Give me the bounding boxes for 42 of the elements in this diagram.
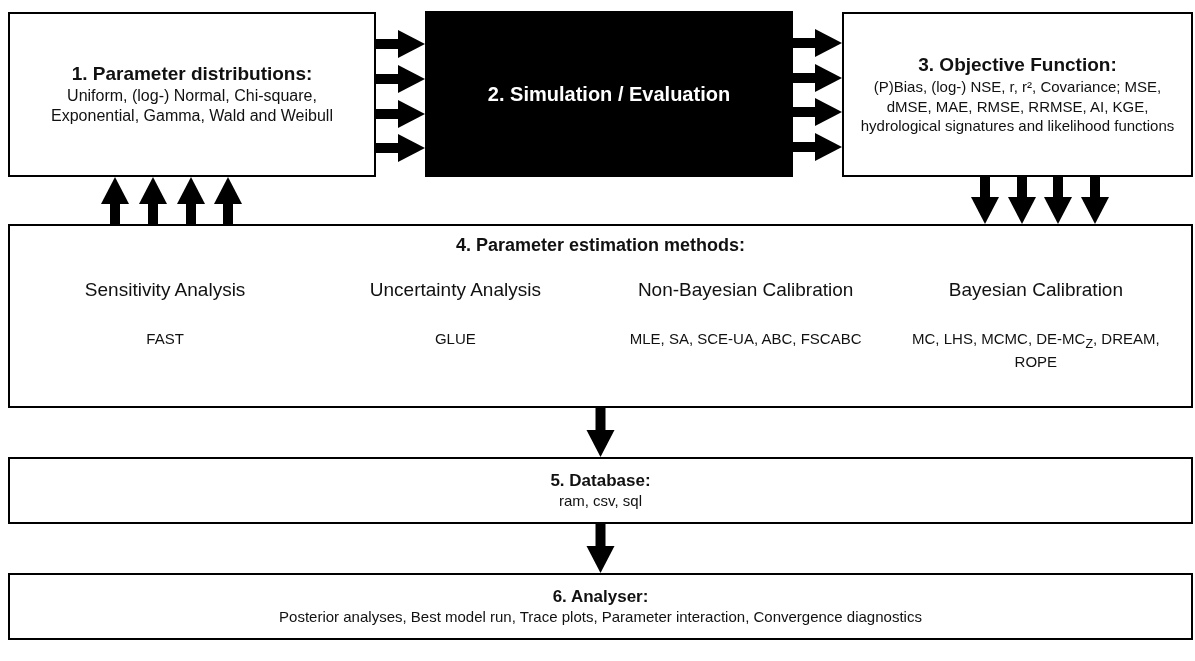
box-heading: 4. Parameter estimation methods: — [455, 234, 746, 257]
box-heading: 3. Objective Function: — [918, 53, 1117, 78]
arrow — [139, 177, 167, 224]
arrow — [101, 177, 129, 224]
arrow — [376, 134, 425, 162]
method-heading: Non-Bayesian Calibration — [637, 278, 854, 301]
arrow — [793, 133, 842, 161]
arrow — [586, 524, 615, 573]
box-heading: 5. Database: — [550, 470, 651, 492]
method-list: GLUE — [434, 328, 476, 349]
box-description: Uniform, (log-) Normal, Chi-square, Exponential, Gamma, Wald and Weibull — [50, 85, 334, 127]
arrow — [1081, 177, 1109, 224]
arrow — [376, 65, 425, 93]
method-list: FAST — [146, 328, 184, 349]
box-description: Posterior analyses, Best model run, Trace plots, Parameter interaction, Convergence diagnostics — [279, 607, 922, 627]
arrow — [1008, 177, 1036, 224]
process-box — [8, 573, 1193, 640]
method-list: MC, LHS, MCMC, DE-MC$_{Z}$, DREAM, ROPE — [890, 328, 1181, 373]
arrow — [177, 177, 205, 224]
box-heading: 2. Simulation / Evaluation — [487, 81, 731, 107]
arrow — [793, 29, 842, 57]
arrow — [376, 100, 425, 128]
process-block — [425, 11, 793, 177]
arrow — [793, 98, 842, 126]
process-box — [8, 12, 376, 177]
arrow — [793, 64, 842, 92]
arrow — [214, 177, 242, 224]
method-list: MLE, SA, SCE-UA, ABC, FSCABC — [629, 328, 862, 349]
method-heading: Uncertainty Analysis — [369, 278, 541, 301]
arrow — [586, 408, 615, 457]
method-heading: Sensitivity Analysis — [84, 278, 246, 301]
process-box — [8, 457, 1193, 524]
arrow — [376, 30, 425, 58]
arrow — [971, 177, 999, 224]
box-heading: 1. Parameter distributions: — [71, 61, 313, 86]
box-description: ram, csv, sql — [558, 491, 643, 511]
box-description: (P)Bias, (log-) NSE, r, r², Covariance; MSE, dMSE, MAE, RMSE, RRMSE, AI, KGE, hydrological signatures and likelihood functions — [859, 77, 1176, 136]
process-box — [8, 224, 1193, 408]
process-box — [842, 12, 1193, 177]
arrow — [1044, 177, 1072, 224]
method-heading: Bayesian Calibration — [948, 278, 1123, 301]
box-heading: 6. Analyser: — [552, 586, 649, 608]
